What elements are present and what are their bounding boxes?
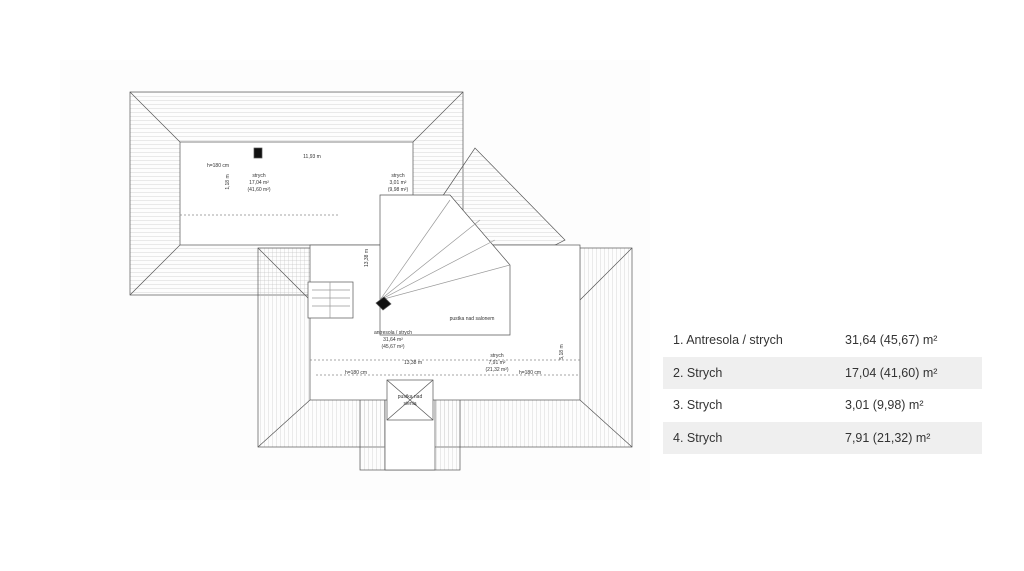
room-name: 4. Strych	[673, 430, 723, 445]
room-area-total: (41,60 m²)	[247, 187, 270, 193]
room-name: 3. Strych	[673, 398, 723, 413]
area-row: 1. Antresola / strych 31,64 (45,67) m²	[663, 324, 982, 357]
dimension-label: 1,18 m	[225, 174, 231, 189]
room-area: 3,01 m²	[390, 180, 407, 186]
void-label: sienią	[403, 401, 416, 407]
area-table: 1. Antresola / strych 31,64 (45,67) m² 2.…	[663, 324, 982, 454]
height-label: h=180 cm	[345, 370, 367, 376]
dimension-label: 11,93 m	[303, 154, 321, 160]
room-area-total: (21,32 m²)	[485, 367, 508, 373]
room-label: antresola / strych	[374, 330, 412, 336]
room-area: 31,64 m²	[383, 337, 403, 343]
void-label: pustka nad salonem	[450, 316, 495, 322]
area-row: 2. Strych 17,04 (41,60) m²	[663, 356, 982, 389]
dimension-label: 5,18 m	[559, 344, 565, 359]
room-label: strych	[252, 173, 266, 179]
void-label: pustka nad	[398, 394, 423, 400]
area-row: 3. Strych 3,01 (9,98) m²	[663, 389, 982, 422]
room-label: strych	[490, 353, 504, 359]
room-area: 7,91 m²	[489, 360, 506, 366]
height-label: h=180 cm	[519, 370, 541, 376]
room-area: 17,04 m²	[249, 180, 269, 186]
area-row: 4. Strych 7,91 (21,32) m²	[663, 421, 982, 454]
room-name: 2. Strych	[673, 365, 723, 380]
room-area: 7,91 (21,32) m²	[845, 430, 931, 445]
room-area: 17,04 (41,60) m²	[845, 365, 938, 380]
room-area-total: (45,67 m²)	[381, 344, 404, 350]
dimension-label: 13,38 m	[364, 249, 370, 267]
room-area-total: (9,98 m²)	[388, 187, 409, 193]
room-name: 1. Antresola / strych	[673, 333, 783, 348]
dimension-label: 13,38 m	[404, 360, 422, 366]
room-area: 3,01 (9,98) m²	[845, 398, 924, 413]
room-area: 31,64 (45,67) m²	[845, 333, 938, 348]
room-label: strych	[391, 173, 405, 179]
height-label: h=180 cm	[207, 163, 229, 169]
roof-floor-plan: strych 17,04 m² (41,60 m²) strych 3,01 m…	[60, 60, 650, 500]
